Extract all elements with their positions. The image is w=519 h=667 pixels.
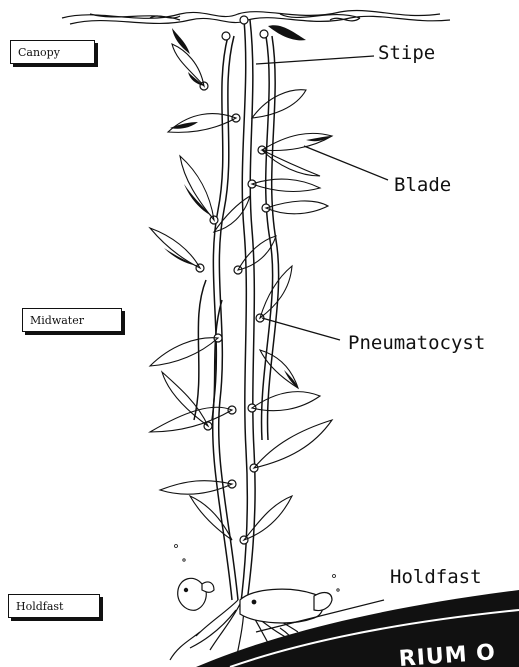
callout-stipe: Stipe xyxy=(378,42,435,64)
stipes xyxy=(194,20,279,610)
zone-label-midwater: Midwater xyxy=(22,308,122,332)
zone-label-canopy-text: Canopy xyxy=(18,46,60,59)
canopy-fronds xyxy=(62,10,450,24)
canopy-dark-frond xyxy=(268,25,306,40)
callout-holdfast: Holdfast xyxy=(390,566,482,588)
callout-pneumatocyst: Pneumatocyst xyxy=(348,332,485,354)
zone-label-canopy: Canopy xyxy=(10,40,95,64)
zone-label-holdfast: Holdfast xyxy=(8,594,100,618)
fish-left xyxy=(178,578,214,610)
fish-right xyxy=(240,589,332,623)
zone-label-midwater-text: Midwater xyxy=(30,314,84,327)
zone-label-holdfast-text: Holdfast xyxy=(16,600,63,613)
pneumatocysts xyxy=(196,16,270,544)
blade-shading xyxy=(164,72,332,388)
callout-blade: Blade xyxy=(394,174,451,196)
blades xyxy=(150,44,332,540)
